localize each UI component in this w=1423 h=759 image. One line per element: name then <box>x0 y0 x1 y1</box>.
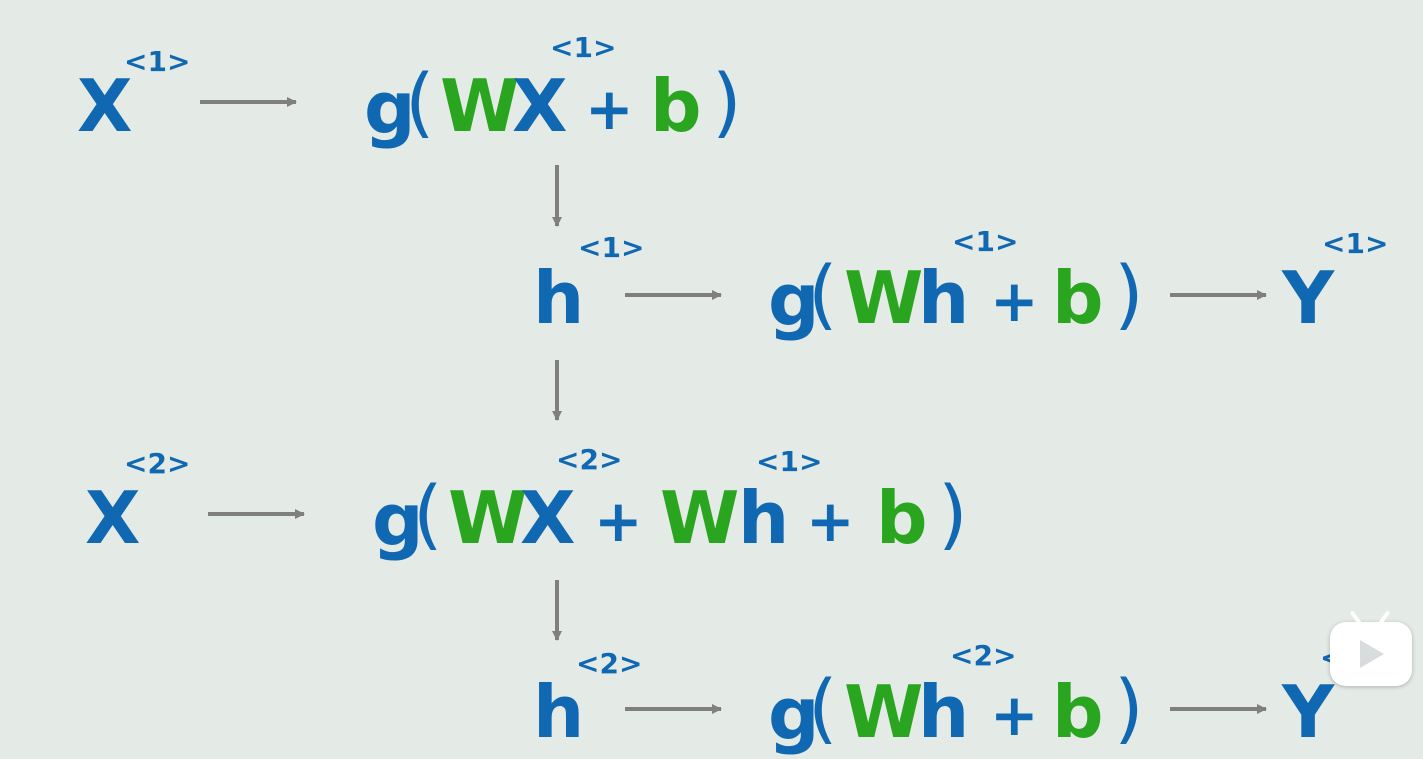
g3-bias-b: b <box>876 476 928 560</box>
x1-symbol: X <box>77 64 133 148</box>
play-button[interactable] <box>1330 610 1412 686</box>
g3-weight-w-hidden: W <box>660 476 740 560</box>
g3-plus-2: + <box>806 487 855 555</box>
g3-input-x: X <box>520 476 576 560</box>
g1-weight-w: W <box>440 64 520 148</box>
g4-function: g <box>768 672 820 756</box>
h2-symbol: h <box>533 670 585 754</box>
g1-input-x: X <box>512 64 568 148</box>
g2-close-paren: ) <box>1114 249 1144 338</box>
g3-open-paren: ( <box>413 469 443 558</box>
h1-superscript: <1> <box>578 231 645 264</box>
g3-weight-w-input: W <box>448 476 528 560</box>
g3-plus-1: + <box>594 487 643 555</box>
h1-symbol: h <box>533 256 585 340</box>
y2-symbol: Y <box>1282 670 1335 754</box>
g3-hidden-superscript: <1> <box>756 445 823 478</box>
g2-weight-w: W <box>844 256 924 340</box>
g2-function: g <box>768 258 820 342</box>
g4-plus: + <box>990 681 1039 749</box>
g2-open-paren: ( <box>808 249 838 338</box>
g1-bias-b: b <box>650 64 702 148</box>
g1-close-paren: ) <box>712 57 742 146</box>
g4-close-paren: ) <box>1114 663 1144 752</box>
g4-hidden-h: h <box>918 670 970 754</box>
x2-superscript: <2> <box>124 447 191 480</box>
g1-open-paren: ( <box>405 57 435 146</box>
g1-plus: + <box>585 75 634 143</box>
g4-hidden-superscript: <2> <box>950 639 1017 672</box>
g2-bias-b: b <box>1052 256 1104 340</box>
g1-input-superscript: <1> <box>550 31 617 64</box>
h2-superscript: <2> <box>576 647 643 680</box>
g3-function: g <box>372 478 424 562</box>
g4-weight-w: W <box>844 670 924 754</box>
g3-input-superscript: <2> <box>556 443 623 476</box>
g2-plus: + <box>990 267 1039 335</box>
x2-symbol: X <box>85 476 141 560</box>
g4-bias-b: b <box>1052 670 1104 754</box>
g4-open-paren: ( <box>808 663 838 752</box>
x1-superscript: <1> <box>124 45 191 78</box>
play-icon <box>1360 640 1384 668</box>
y1-symbol: Y <box>1282 256 1335 340</box>
y1-superscript: <1> <box>1322 227 1389 260</box>
g3-close-paren: ) <box>938 469 968 558</box>
g1-function: g <box>364 66 416 150</box>
g3-hidden-h: h <box>738 476 790 560</box>
g2-hidden-h: h <box>918 256 970 340</box>
g2-hidden-superscript: <1> <box>952 225 1019 258</box>
